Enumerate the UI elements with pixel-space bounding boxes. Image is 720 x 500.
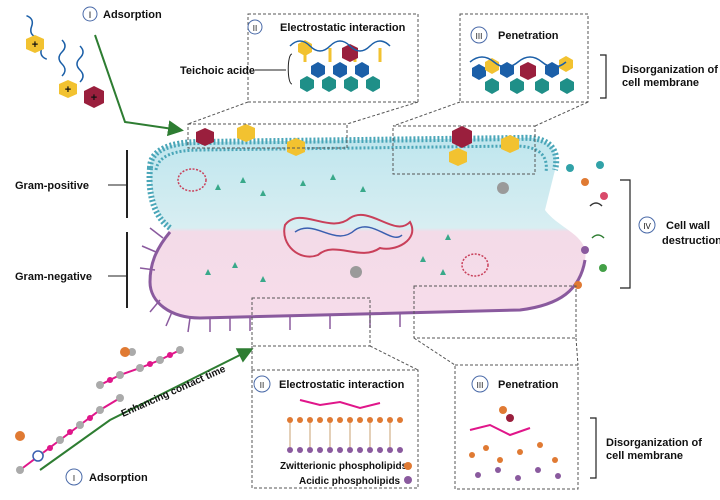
- cationic-peptide-icon: [196, 128, 214, 146]
- gram-negative-membrane: [148, 231, 587, 320]
- penetration-top-label: Penetration: [498, 30, 559, 42]
- adsorption-bottom-label: Adsorption: [89, 472, 148, 484]
- teichoic-bracket: [287, 53, 293, 85]
- nucleoid-dna: [283, 213, 414, 258]
- roman-I-bottom: I: [73, 474, 75, 483]
- penetration-bottom-panel: III Penetration: [413, 285, 579, 490]
- electrostatic-bottom-panel: II Electrostatic interaction Zwitterioni…: [251, 297, 419, 489]
- roman-III-bottom: III: [477, 381, 484, 390]
- plasmid-icon: [461, 253, 489, 277]
- roman-I-top: I: [89, 10, 92, 20]
- granule: [350, 266, 362, 278]
- cell-wall-line1: Cell wall: [666, 220, 710, 232]
- disorg-bottom-line2: cell membrane: [606, 450, 683, 462]
- disorg-top-line2: cell membrane: [622, 77, 699, 89]
- penetration-top-panel: III Penetration: [392, 13, 589, 175]
- cell-wall-line2: destruction: [662, 235, 720, 247]
- granule: [497, 182, 509, 194]
- enhancing-label: Enhancing contact time: [120, 364, 228, 420]
- electrostatic-top-panel: II Electrostatic interaction: [187, 13, 419, 149]
- leaking-contents: [566, 161, 608, 289]
- disorg-bottom-bracket: [590, 417, 597, 479]
- plasmid-icon: [177, 168, 207, 192]
- adsorption-bottom-molecules: [15, 346, 184, 474]
- roman-II-bottom: II: [260, 381, 264, 390]
- roman-III-top: III: [476, 32, 483, 41]
- adsorption-top-peptides: + + +: [26, 14, 104, 108]
- roman-II-top: II: [253, 24, 257, 33]
- electrostatic-bottom-label: Electrostatic interaction: [279, 379, 405, 391]
- cell-body: [150, 137, 586, 318]
- penetration-bottom-label: Penetration: [498, 379, 559, 391]
- zwitterionic-label: Zwitterionic phospholipids: [280, 461, 408, 472]
- cell-wall-bracket: [620, 179, 631, 289]
- disorg-top-bracket: [600, 54, 607, 99]
- gram-positive-label: Gram-positive: [15, 180, 89, 192]
- gram-negative-label: Gram-negative: [15, 271, 92, 283]
- acidic-label: Acidic phospholipids: [299, 476, 401, 487]
- svg-text:+: +: [91, 92, 97, 104]
- adsorption-arrow-bottom: [39, 348, 254, 471]
- lps-spikes: [139, 227, 401, 333]
- svg-text:+: +: [32, 39, 38, 51]
- adsorption-top-label: Adsorption: [103, 9, 162, 21]
- ribosomes: [205, 174, 451, 282]
- disorg-top-line1: Disorganization of: [622, 64, 718, 76]
- adsorption-arrow-top: [94, 34, 184, 137]
- bacterial-cell: [139, 124, 608, 333]
- roman-IV: IV: [643, 222, 651, 231]
- roman-badge-I-top: [82, 6, 98, 22]
- teichoic-label: Teichoic acide: [180, 65, 255, 77]
- electrostatic-top-label: Electrostatic interaction: [280, 22, 406, 34]
- svg-text:+: +: [65, 84, 71, 96]
- disorg-bottom-line1: Disorganization of: [606, 437, 702, 449]
